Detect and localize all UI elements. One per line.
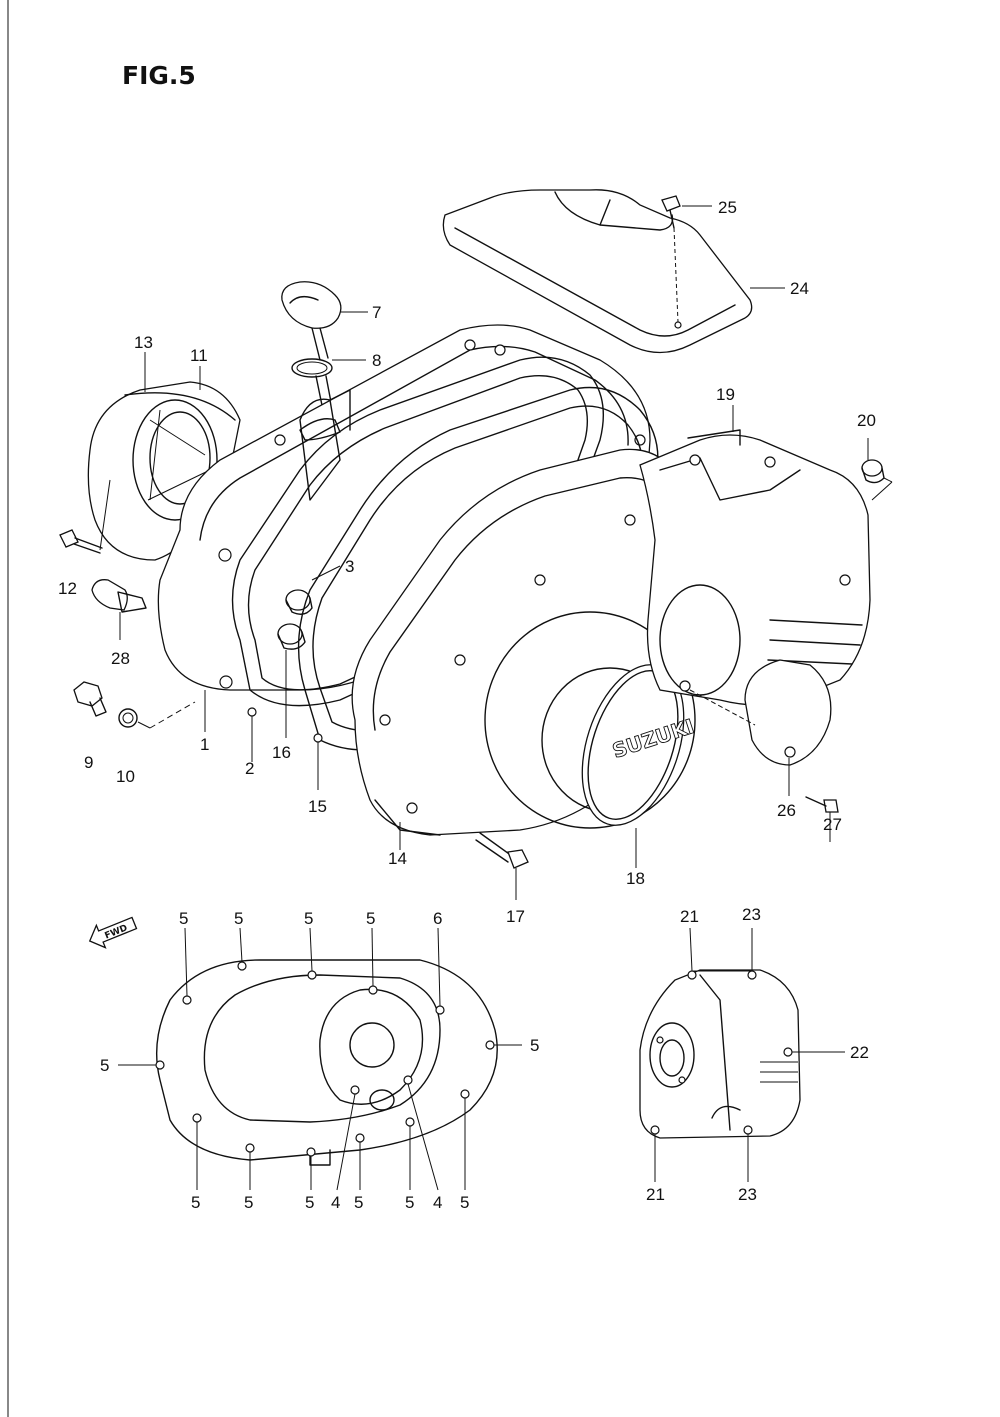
callout-15: 15	[308, 797, 327, 816]
callout-23: 23	[738, 1185, 757, 1204]
callout-10: 10	[116, 767, 135, 786]
callout-21: 21	[680, 907, 699, 926]
callout-5: 5	[460, 1193, 469, 1212]
callout-20: 20	[857, 411, 876, 430]
callout-8: 8	[372, 351, 381, 370]
callout-4: 4	[433, 1193, 442, 1212]
part-2-gasket	[231, 356, 605, 762]
part-27-screw	[805, 796, 839, 842]
callout-9: 9	[84, 753, 93, 772]
part-9-drain-plug	[73, 681, 107, 717]
lower-right-magneto-cover	[639, 927, 845, 1182]
callout-27: 27	[823, 815, 842, 834]
forward-arrow: FWD	[88, 916, 138, 949]
callout-5: 5	[191, 1193, 200, 1212]
callout-3: 3	[345, 557, 354, 576]
callout-22: 22	[850, 1043, 869, 1062]
callout-16: 16	[272, 743, 291, 762]
part-26-inspection-cover	[679, 659, 832, 796]
callout-5: 5	[244, 1193, 253, 1212]
callout-6: 6	[433, 909, 442, 928]
lower-left-cover-gasket	[118, 927, 522, 1191]
callout-14: 14	[388, 849, 407, 868]
part-20-cap	[861, 438, 893, 501]
callout-18: 18	[626, 869, 645, 888]
part-18-emblem: SUZUKI	[581, 664, 697, 868]
callout-11: 11	[190, 346, 208, 365]
callout-17: 17	[506, 907, 525, 926]
part-28-switch	[91, 579, 147, 640]
callout-2: 2	[245, 759, 254, 778]
callout-19: 19	[716, 385, 735, 404]
callout-13: 13	[134, 333, 153, 352]
callout-23: 23	[742, 905, 761, 924]
part-12-bolt	[59, 479, 111, 554]
callout-1: 1	[200, 735, 209, 754]
figure-title: FIG.5	[122, 61, 196, 90]
part-10-washer	[118, 701, 196, 729]
part-17-bolt	[475, 832, 529, 900]
callout-5: 5	[305, 1193, 314, 1212]
callout-5: 5	[366, 909, 375, 928]
callout-5: 5	[304, 909, 313, 928]
callout-24: 24	[790, 279, 809, 298]
callout-5: 5	[530, 1036, 539, 1055]
forward-arrow-text: FWD	[103, 923, 129, 941]
callout-5: 5	[179, 909, 188, 928]
part-25-bolt	[661, 195, 712, 323]
callout-5: 5	[405, 1193, 414, 1212]
callout-7: 7	[372, 303, 381, 322]
callout-28: 28	[111, 649, 130, 668]
callout-5: 5	[234, 909, 243, 928]
part-7-filler-cap	[281, 281, 368, 361]
part-19-magneto-cover	[639, 405, 871, 706]
callout-5: 5	[100, 1056, 109, 1075]
callout-25: 25	[718, 198, 737, 217]
callout-26: 26	[777, 801, 796, 820]
callout-5: 5	[354, 1193, 363, 1212]
callout-12: 12	[58, 579, 77, 598]
callout-21: 21	[646, 1185, 665, 1204]
part-3-dowel	[285, 565, 341, 615]
callout-4: 4	[331, 1193, 340, 1212]
callout-labels: 25 24 7 8 13 11 19 20 3 12 28 1 2 16 9 1…	[58, 198, 876, 1212]
part-16-dowel	[277, 623, 306, 738]
